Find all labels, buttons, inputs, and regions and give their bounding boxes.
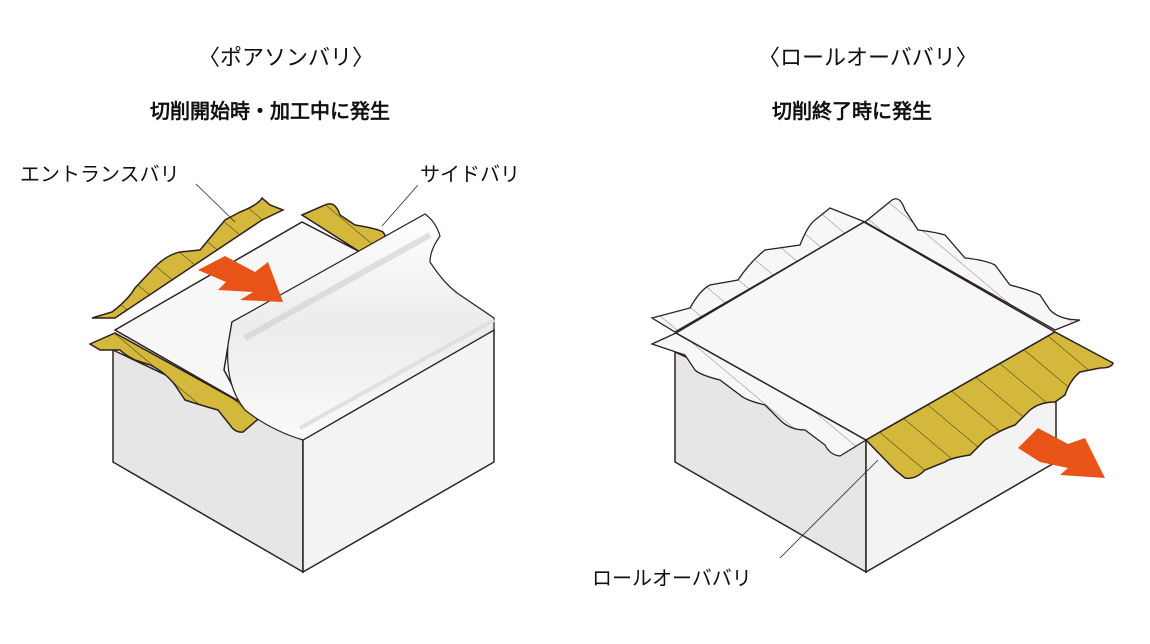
entrance-burr [91, 196, 285, 319]
rollover-burr-block [650, 198, 1114, 574]
rollover-burr-label: ロールオーババリ [592, 566, 752, 590]
entrance-burr-lower [88, 332, 265, 433]
side-burr [300, 203, 390, 253]
poisson-burr-title: 〈ポアソンバリ〉 [198, 46, 375, 71]
rollover-burr-subtitle: 切削終了時に発生 [772, 99, 932, 123]
burr-outline-lower-left [650, 332, 868, 457]
entrance-burr-leader [195, 183, 236, 223]
poisson-burr-subtitle: 切削開始時・加工中に発生 [150, 99, 390, 123]
rollover-burr-leader [779, 459, 879, 559]
entrance-burr-label: エントランスバリ [20, 162, 180, 186]
exit-direction-arrow [1018, 428, 1105, 478]
side-burr-label: サイドバリ [420, 162, 520, 186]
rollover-burr-title: 〈ロールオーババリ〉 [758, 46, 978, 71]
burr-outline-upper-left [650, 207, 867, 333]
cutting-direction-arrow [198, 256, 283, 302]
side-burr-leader [381, 184, 419, 227]
rollover-burr [864, 331, 1114, 480]
burr-outline-upper-right [863, 198, 1081, 331]
machined-groove [227, 213, 495, 441]
poisson-burr-block [88, 183, 495, 574]
